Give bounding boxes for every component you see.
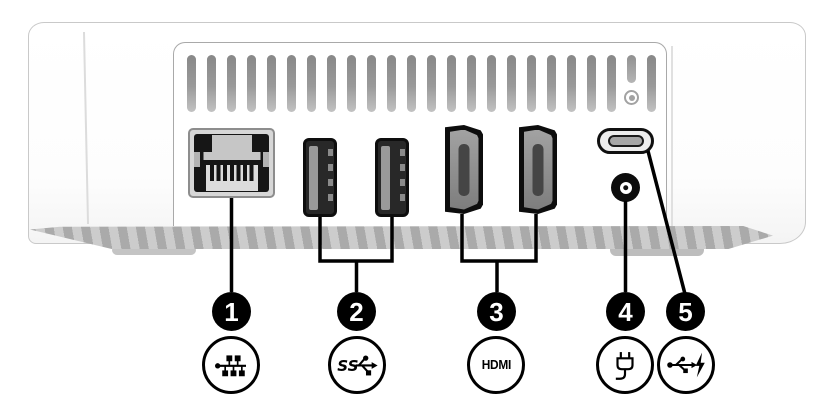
callout-2-badge: 2: [337, 292, 376, 331]
svg-text:SS: SS: [337, 357, 358, 375]
callout-1-badge: 1: [212, 292, 251, 331]
lock-hole: [624, 90, 639, 105]
vent-grille: [187, 55, 656, 112]
rj45-network-jack: [188, 128, 275, 198]
power-connector: [611, 173, 640, 202]
usb-a-port-1: [303, 138, 337, 217]
callout-4-badge: 4: [606, 292, 645, 331]
callout-5-badge: 5: [666, 292, 705, 331]
hdmi-port-1: [445, 125, 483, 214]
vent-short-column: [624, 55, 639, 112]
usb-c-port: [597, 128, 654, 154]
usb-superspeed-icon: SS: [328, 336, 386, 394]
ethernet-network-icon: [202, 336, 260, 394]
hdmi-port-2: [519, 125, 557, 214]
power-plug-icon: [596, 336, 654, 394]
usb-charging-icon: [657, 336, 715, 394]
base-grip-strip: [30, 226, 773, 249]
usb-a-port-2: [375, 138, 409, 217]
hdmi-icon-text: HDMI: [481, 357, 511, 372]
hdmi-icon: HDMI: [467, 336, 525, 394]
left-foot: [112, 245, 196, 255]
callout-3-badge: 3: [477, 292, 516, 331]
right-edge-line: [671, 46, 673, 226]
vent-short-slot: [627, 55, 636, 83]
